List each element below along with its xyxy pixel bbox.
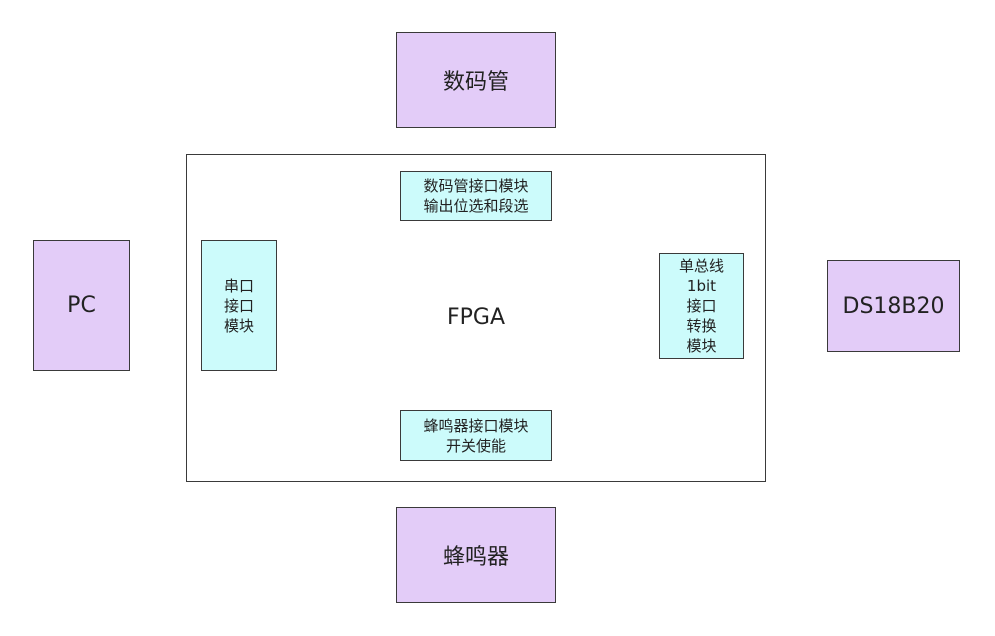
fpga-label: FPGA [446, 305, 506, 330]
buzzer-box: 蜂鸣器 [396, 507, 556, 603]
onewire-interface-label: 单总线 1bit 接口 转换 模块 [678, 257, 724, 355]
ds18b20-label: DS18B20 [842, 293, 945, 319]
uart-interface-module: 串口 接口 模块 [201, 240, 277, 371]
uart-interface-label: 串口 接口 模块 [223, 276, 254, 335]
ds18b20-box: DS18B20 [827, 260, 960, 352]
pc-label: PC [67, 293, 96, 318]
buzzer-interface-module: 蜂鸣器接口模块 开关使能 [400, 410, 552, 461]
display-interface-label: 数码管接口模块 输出位选和段选 [423, 177, 529, 215]
pc-box: PC [33, 240, 130, 371]
onewire-interface-module: 单总线 1bit 接口 转换 模块 [659, 253, 744, 359]
buzzer-label: 蜂鸣器 [442, 545, 509, 570]
buzzer-interface-label: 蜂鸣器接口模块 开关使能 [423, 416, 529, 455]
display-label: 数码管 [442, 70, 509, 95]
display-interface-module: 数码管接口模块 输出位选和段选 [400, 171, 552, 221]
display-box: 数码管 [396, 32, 556, 128]
